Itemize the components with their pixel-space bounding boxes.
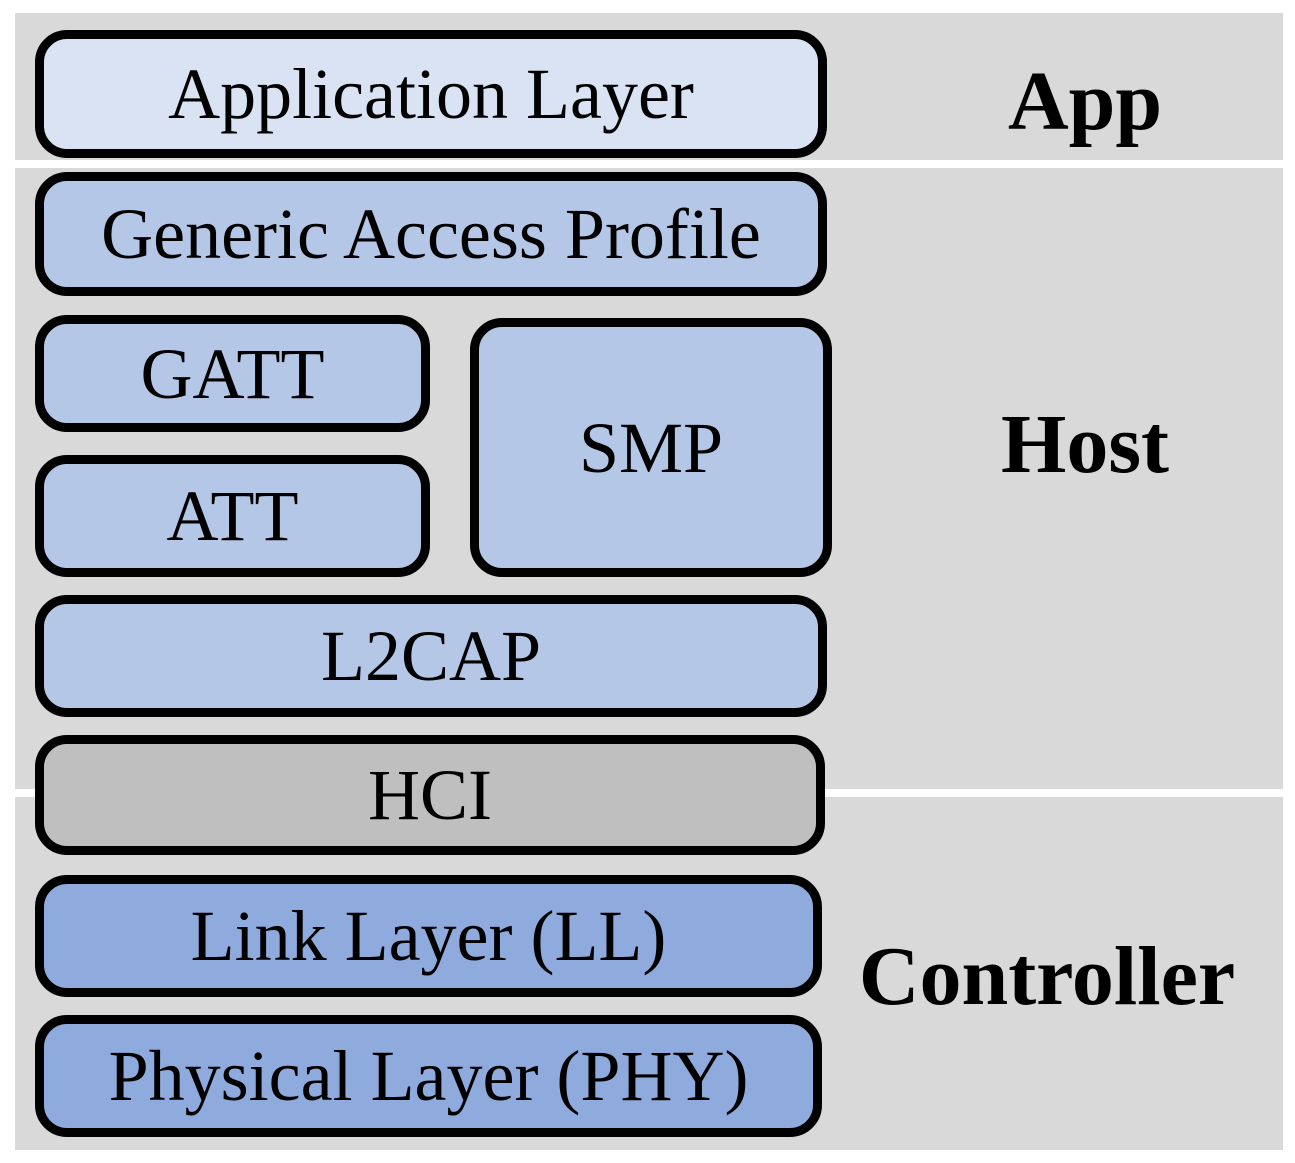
controller-section-label: Controller	[858, 930, 1236, 1023]
smp-block: SMP	[470, 318, 832, 577]
generic-access-profile-block: Generic Access Profile	[35, 172, 827, 296]
host-section-label: Host	[1001, 398, 1169, 491]
att-block: ATT	[35, 455, 430, 577]
gatt-block: GATT	[35, 315, 430, 432]
physical-layer-block: Physical Layer (PHY)	[35, 1015, 822, 1137]
l2cap-block: L2CAP	[35, 595, 827, 717]
app-section-label: App	[1007, 55, 1163, 148]
application-layer-block: Application Layer	[35, 30, 827, 158]
link-layer-block: Link Layer (LL)	[35, 875, 822, 997]
hci-block: HCI	[35, 735, 825, 855]
